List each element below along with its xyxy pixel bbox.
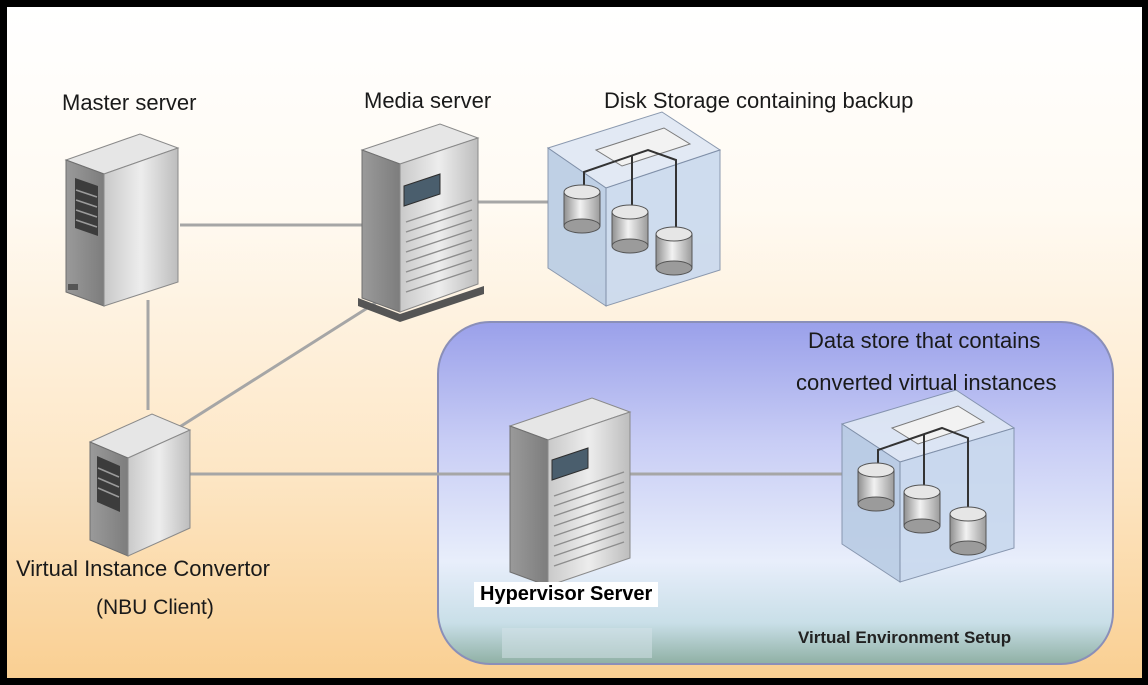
disk-storage-icon [546, 111, 722, 307]
virtual-instance-convertor-icon [88, 413, 192, 557]
connectors [146, 200, 842, 476]
hypervisor-server-label: Hypervisor Server [474, 582, 659, 607]
data-store-icon [840, 389, 1016, 583]
panel-highlight [502, 628, 652, 658]
data-store-label-line1: Data store that contains [808, 328, 1041, 353]
media-server-label: Media server [364, 88, 492, 113]
master-server-label: Master server [62, 90, 197, 115]
virtual-instance-convertor-label: Virtual Instance Convertor [16, 556, 270, 581]
master-server-icon [64, 133, 180, 307]
media-server-icon [358, 123, 484, 322]
hypervisor-server-icon [508, 397, 632, 587]
link-convertor-media [177, 298, 381, 430]
data-store-label-line2: converted virtual instances [796, 370, 1057, 395]
virtual-environment-label: Virtual Environment Setup [798, 628, 1012, 647]
disk-storage-label: Disk Storage containing backup [604, 88, 914, 113]
nbu-client-label: (NBU Client) [96, 596, 214, 619]
